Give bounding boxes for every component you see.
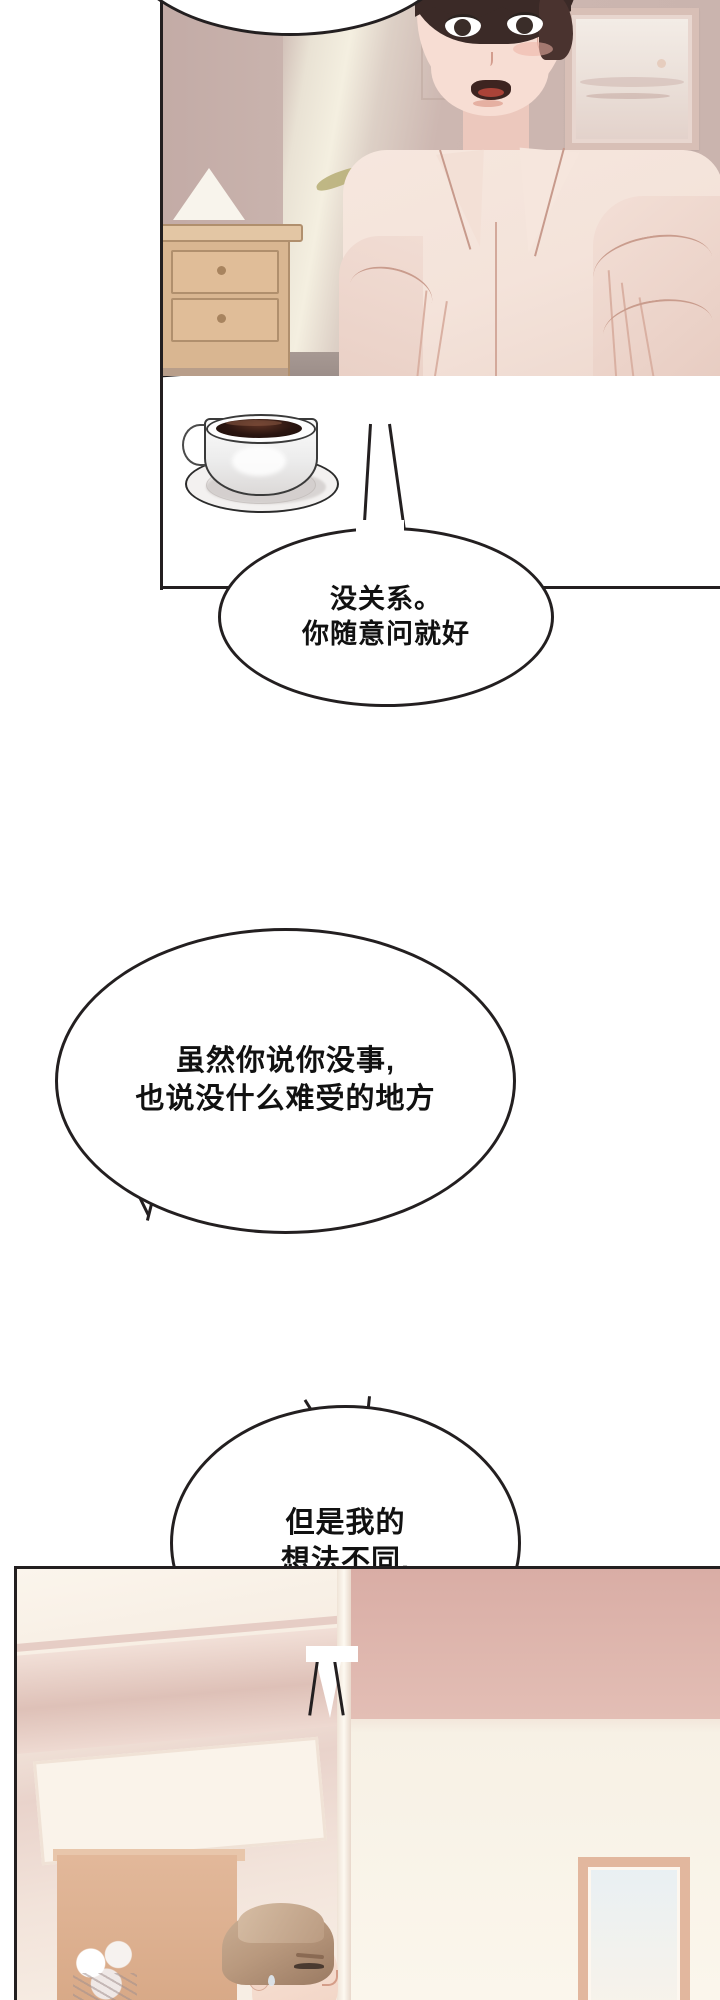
man-closed-eye [294,1963,324,1969]
drawer-knob-1 [217,266,226,275]
man-cheek-blush [513,42,553,56]
bubble-3-lower-tail-joint [306,1646,358,1662]
pupil-right [516,17,533,34]
flower-arrangement-detail [73,1973,137,2000]
man-eye-right [507,12,543,35]
mouth-interior [478,88,504,97]
framed-picture [578,1857,690,2000]
man-lower-lip [473,100,503,107]
man-open-mouth [471,80,511,100]
picture-horizon [580,77,684,87]
speech-bubble-2-text: 虽然你说你没事, 也说没什么难受的地方 [135,1045,436,1115]
pupil-left [454,19,471,36]
sweat-drop-icon [268,1975,275,1986]
man-hair-top [238,1903,324,1943]
coffee-highlight [226,420,282,426]
nightstand-top [163,224,303,242]
bubble-3-tail-joint [314,1436,384,1452]
bubble-2-tail-joint [106,1148,172,1160]
wall-corner-divider [337,1569,351,2000]
hallway-wall-right-upper [347,1569,720,1719]
drawer-knob-2 [217,314,226,323]
cup-handle [182,424,218,466]
picture-horizon-2 [586,93,670,99]
man-nose [485,52,493,66]
bubble-1-tail-joint [356,520,404,542]
framed-picture [565,8,699,150]
cup-highlight [232,446,286,476]
lamp-shade [173,168,245,220]
shirt-collar-right [510,147,580,257]
speech-bubble-2: 虽然你说你没事, 也说没什么难受的地方 [55,928,516,1234]
framed-picture-art [591,1870,677,2000]
picture-sun [657,59,666,68]
panel-bottom-illustration [14,1566,720,2000]
man-nose [322,1970,338,1986]
speech-bubble-1-text: 没关系。 你随意问就好 [302,583,470,649]
man-eye-left [445,14,481,37]
speech-bubble-1: 没关系。 你随意问就好 [218,527,554,707]
shirt-placket [495,222,497,490]
